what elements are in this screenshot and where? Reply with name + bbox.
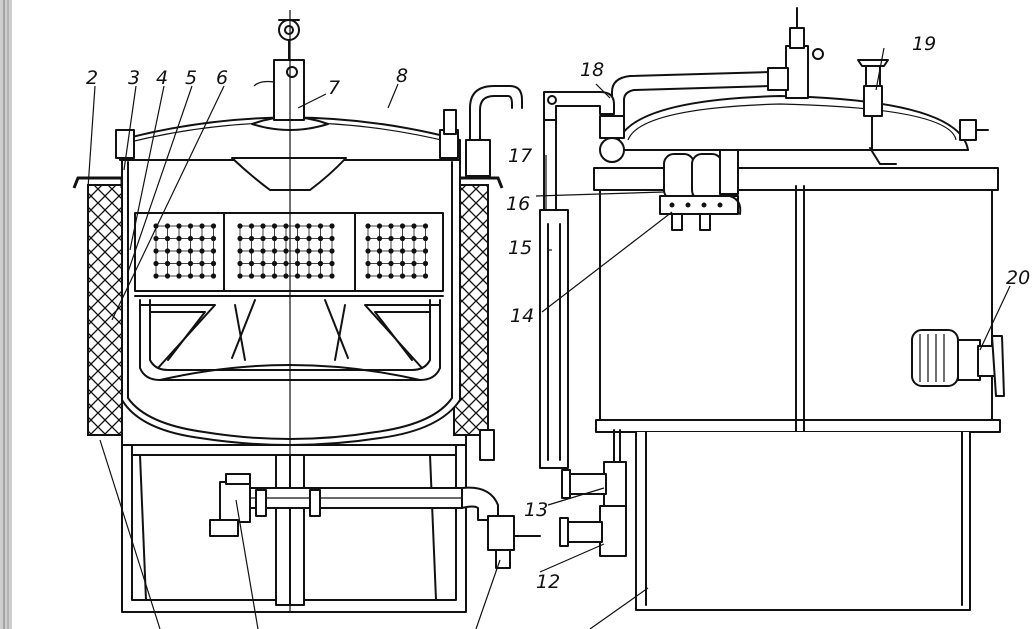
drain-tap xyxy=(911,329,1005,397)
callout-labels: 2 3 4 5 6 7 8 12 13 14 15 16 17 18 19 20 xyxy=(86,33,1030,593)
callout-13: 13 xyxy=(524,499,548,521)
callout-7: 7 xyxy=(328,77,340,99)
stand xyxy=(121,434,467,613)
callout-5: 5 xyxy=(185,67,197,89)
basket-perforations xyxy=(153,223,217,279)
external-view xyxy=(535,7,1011,629)
callout-3: 3 xyxy=(128,67,140,89)
vessel-base xyxy=(635,431,971,611)
callout-4: 4 xyxy=(156,67,168,89)
level-gauge xyxy=(539,209,569,469)
callout-15: 15 xyxy=(508,237,532,259)
inner-vessel xyxy=(121,159,461,446)
callout-12: 12 xyxy=(536,571,560,593)
callout-2: 2 xyxy=(86,67,98,89)
bottom-valves xyxy=(559,429,627,557)
steam-pipe xyxy=(469,85,523,141)
callout-6: 6 xyxy=(216,67,228,89)
callout-8: 8 xyxy=(396,65,408,87)
perforation-hole xyxy=(329,273,335,279)
callout-16: 16 xyxy=(506,193,530,215)
basket-perforations xyxy=(365,223,429,279)
callout-18: 18 xyxy=(580,59,604,81)
callout-20: 20 xyxy=(1006,267,1030,289)
basket-perforations xyxy=(237,223,335,279)
callout-19: 19 xyxy=(912,33,936,55)
vent-pipe xyxy=(611,71,771,131)
sensor-block xyxy=(659,149,742,231)
callout-17: 17 xyxy=(508,145,532,167)
drain-piping xyxy=(209,429,541,569)
leader-lines-left xyxy=(87,83,501,629)
perforation-hole xyxy=(210,273,217,279)
perforation-hole xyxy=(422,273,429,279)
leader-lines-right xyxy=(535,47,1011,629)
callout-14: 14 xyxy=(510,305,534,327)
page-edge xyxy=(0,0,12,629)
section-view xyxy=(72,10,541,629)
